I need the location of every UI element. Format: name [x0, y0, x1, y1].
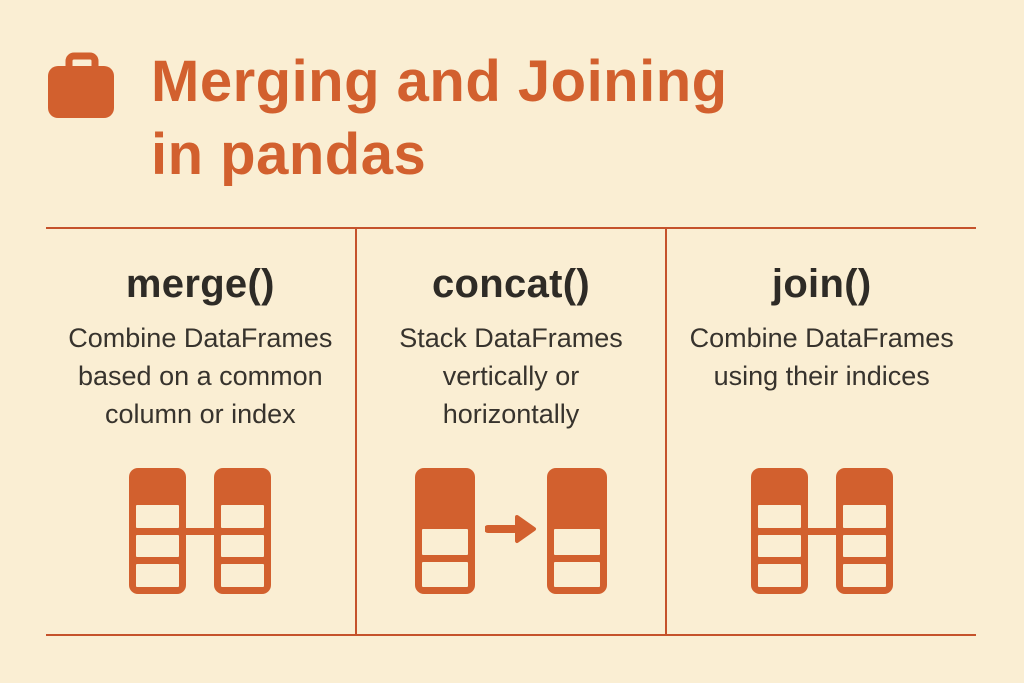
desc-line: column or index	[105, 399, 296, 429]
table-header-cell	[221, 475, 264, 498]
title-line-1: Merging and Joining	[151, 49, 728, 114]
dataframe-table-icon	[415, 468, 475, 594]
right-arrow-icon	[484, 511, 537, 552]
desc-line: Stack DataFrames	[399, 323, 623, 353]
dataframe-table-icon	[214, 468, 272, 594]
dataframe-table-icon	[835, 468, 893, 594]
merge-heading: merge()	[125, 262, 275, 306]
table-row-cell	[757, 505, 801, 528]
page-title: Merging and Joining in pandas	[151, 45, 728, 191]
desc-line: using their indices	[713, 361, 930, 391]
column-concat: concat() Stack DataFrames vertically or …	[354, 229, 666, 634]
table-row-cell	[221, 564, 265, 588]
table-header-cell	[843, 475, 886, 498]
desc-line: Combine DataFrames	[68, 323, 333, 353]
desc-line: based on a common	[78, 361, 323, 391]
table-row-cell	[842, 534, 886, 558]
table-row-cell	[842, 505, 886, 528]
linked-dataframes-icon	[46, 468, 355, 594]
table-row-cell	[554, 561, 600, 587]
table-row-cell	[842, 564, 886, 588]
desc-line: horizontally	[442, 399, 580, 429]
column-merge: merge() Combine DataFrames based on a co…	[46, 229, 355, 634]
dataframe-table-icon	[547, 468, 607, 594]
column-join: join() Combine DataFrames using their in…	[665, 229, 976, 634]
table-row-cell	[422, 529, 468, 555]
table-header-cell	[554, 475, 600, 522]
desc-line: Combine DataFrames	[689, 323, 954, 353]
table-header-cell	[422, 475, 468, 522]
linked-dataframes-icon	[667, 468, 976, 594]
connector-line	[186, 527, 215, 535]
table-row-cell	[221, 534, 265, 558]
columns-grid: merge() Combine DataFrames based on a co…	[46, 227, 976, 636]
dataframe-arrow-dataframe-icon	[357, 468, 666, 594]
concat-description: Stack DataFrames vertically or horizonta…	[357, 319, 666, 433]
table-row-cell	[757, 564, 801, 588]
table-row-cell	[221, 505, 265, 528]
briefcase-icon	[47, 52, 117, 125]
table-row-cell	[422, 561, 468, 587]
connector-line	[807, 527, 836, 535]
table-header-cell	[136, 475, 179, 498]
table-row-cell	[136, 534, 180, 558]
table-row-cell	[136, 505, 180, 528]
table-row-cell	[136, 564, 180, 588]
table-row-cell	[554, 529, 600, 555]
dataframe-table-icon	[129, 468, 187, 594]
table-header-cell	[758, 475, 801, 498]
desc-line: vertically or	[442, 361, 580, 391]
concat-heading: concat()	[432, 262, 590, 306]
title-line-2: in pandas	[151, 122, 427, 187]
merge-description: Combine DataFrames based on a common col…	[46, 319, 355, 433]
table-row-cell	[757, 534, 801, 558]
join-description: Combine DataFrames using their indices	[667, 319, 976, 395]
dataframe-table-icon	[750, 468, 808, 594]
join-heading: join()	[771, 262, 872, 306]
